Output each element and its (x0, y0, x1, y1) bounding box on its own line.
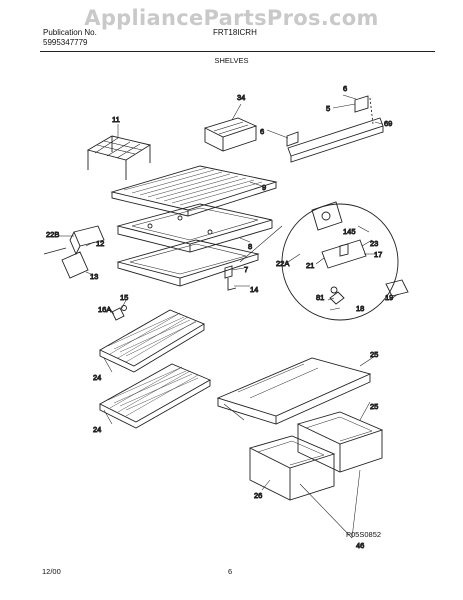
figure-code: P05S0852 (346, 530, 382, 539)
callout-21: 21 (306, 261, 314, 270)
shelf-trim-69[interactable] (286, 95, 384, 163)
crisper-drawer-26-left[interactable] (248, 435, 336, 501)
callout-15: 15 (120, 293, 128, 302)
tray-34[interactable] (203, 117, 258, 152)
callout-8: 8 (248, 242, 252, 251)
callout-69: 69 (384, 119, 392, 128)
callout-12: 12 (96, 239, 104, 248)
callout-25-cover: 25 (370, 350, 378, 359)
callout-22A: 22A (276, 259, 289, 268)
watermark-logo: AppliancePartsPros.com (84, 6, 379, 30)
callout-13: 13 (90, 272, 98, 281)
callout-46: 46 (356, 541, 364, 550)
detail-circle-22A[interactable] (239, 201, 409, 321)
callout-23: 23 (370, 239, 378, 248)
callout-19: 19 (385, 293, 393, 302)
callout-24-upper: 24 (93, 373, 101, 382)
callout-7: 7 (244, 265, 248, 274)
callout-18: 18 (356, 304, 364, 313)
callout-26: 26 (254, 491, 262, 500)
shelf-frame-7[interactable] (116, 239, 260, 291)
callout-81: 81 (316, 293, 324, 302)
callout-11: 11 (112, 115, 120, 124)
callout-145: 145 (343, 227, 356, 236)
callout-25-drawer: 25 (370, 402, 378, 411)
callout-22B: 22B (46, 230, 59, 239)
publication-number: 5995347779 (43, 38, 88, 47)
callout-9: 9 (262, 183, 266, 192)
wire-shelf-11[interactable] (86, 135, 152, 180)
callout-6: 6 (343, 84, 347, 93)
callout-5: 5 (326, 104, 330, 113)
page-number: 6 (228, 567, 233, 576)
wire-shelf-24-lower[interactable] (99, 363, 212, 429)
clip-15-16A[interactable] (111, 305, 127, 321)
callout-14: 14 (250, 285, 258, 294)
wire-shelf-24-upper[interactable] (99, 309, 205, 373)
crisper-drawer-26-right[interactable] (296, 411, 384, 473)
callout-34: 34 (237, 93, 245, 102)
model-number: FRT18ICRH (213, 28, 257, 37)
glass-shelf-9[interactable] (110, 165, 278, 217)
footer-date: 12/00 (42, 567, 61, 576)
header-rule (40, 51, 435, 52)
section-title: SHELVES (214, 56, 249, 65)
callout-24-lower: 24 (93, 425, 101, 434)
callout-6-clip: 6 (260, 127, 264, 136)
shelf-frame-8[interactable] (116, 203, 273, 253)
publication-label: Publication No. (43, 28, 97, 37)
callout-16A: 16A (98, 305, 111, 314)
callout-17: 17 (374, 250, 382, 259)
crisper-cover-25[interactable] (216, 357, 372, 425)
